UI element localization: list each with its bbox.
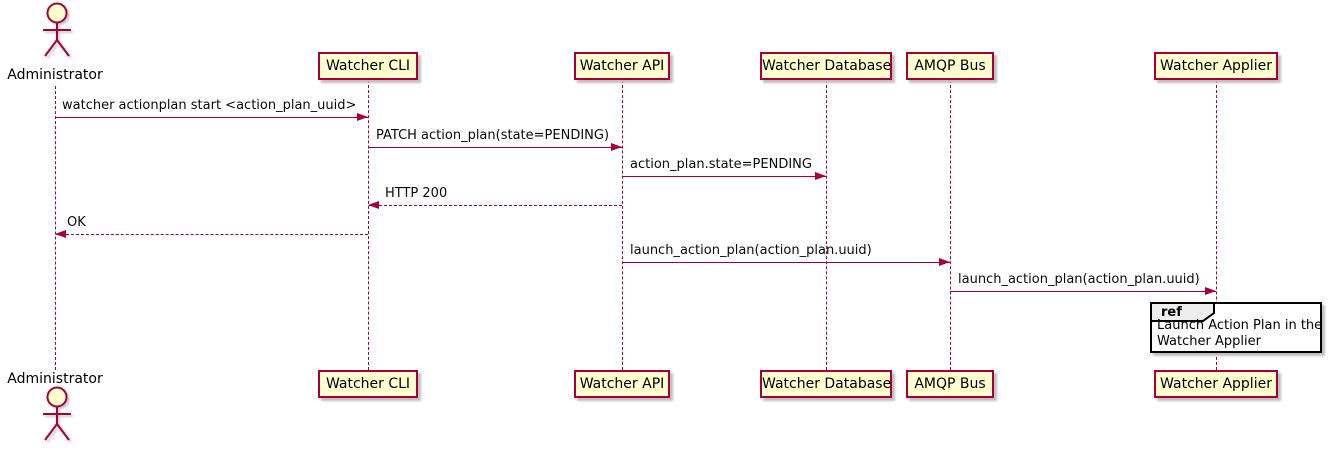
participant-watcher-database-top: Watcher Database — [760, 52, 892, 80]
ref-tab-label: ref — [1161, 305, 1182, 320]
participant-watcher-database-bottom: Watcher Database — [760, 370, 892, 398]
message-label: watcher actionplan start <action_plan_uu… — [62, 98, 357, 113]
arrowhead-icon — [357, 113, 368, 121]
participant-watcher-cli-bottom: Watcher CLI — [318, 370, 418, 398]
lifeline-watcher-applier — [1216, 80, 1217, 370]
participant-watcher-applier-top: Watcher Applier — [1154, 52, 1278, 80]
participant-watcher-applier-bottom: Watcher Applier — [1154, 370, 1278, 398]
participant-amqp-bus-bottom: AMQP Bus — [906, 370, 994, 398]
ref-tab-shape — [1150, 302, 1215, 322]
participant-watcher-cli-top: Watcher CLI — [318, 52, 418, 80]
actor-label-bottom: Administrator — [7, 371, 103, 387]
message-line — [950, 291, 1216, 292]
ref-fragment: ref Launch Action Plan in the Watcher Ap… — [1150, 302, 1322, 353]
lifeline-watcher-database — [826, 80, 827, 370]
message-label: OK — [67, 215, 86, 230]
arrowhead-icon — [939, 258, 950, 266]
lifeline-watcher-cli — [368, 80, 369, 370]
message-label: PATCH action_plan(state=PENDING) — [376, 128, 610, 143]
message-line — [368, 147, 622, 148]
arrowhead-icon — [611, 143, 622, 151]
ref-body-line2: Watcher Applier — [1157, 333, 1261, 349]
ref-body-text: Launch Action Plan in the Watcher Applie… — [1157, 318, 1322, 349]
message-line — [622, 176, 826, 177]
lifeline-amqp-bus — [950, 80, 951, 370]
message-label: launch_action_plan(action_plan.uuid) — [630, 243, 872, 258]
message-label: launch_action_plan(action_plan.uuid) — [958, 272, 1200, 287]
message-line — [56, 234, 368, 235]
arrowhead-icon — [368, 201, 379, 209]
message-line — [622, 262, 950, 263]
message-line — [369, 205, 622, 206]
arrowhead-icon — [1205, 287, 1216, 295]
participant-amqp-bus-top: AMQP Bus — [906, 52, 994, 80]
message-label: action_plan.state=PENDING — [630, 157, 812, 172]
participant-watcher-api-bottom: Watcher API — [574, 370, 670, 398]
lifeline-watcher-api — [622, 80, 623, 370]
actor-icon — [43, 2, 71, 57]
actor-label-top: Administrator — [7, 67, 103, 83]
message-line — [55, 117, 368, 118]
lifeline-administrator — [55, 86, 56, 370]
arrowhead-icon — [55, 230, 66, 238]
participant-watcher-api-top: Watcher API — [574, 52, 670, 80]
arrowhead-icon — [815, 172, 826, 180]
ref-body-line1: Launch Action Plan in the — [1157, 318, 1323, 333]
message-label: HTTP 200 — [385, 186, 448, 201]
actor-icon — [43, 386, 71, 441]
